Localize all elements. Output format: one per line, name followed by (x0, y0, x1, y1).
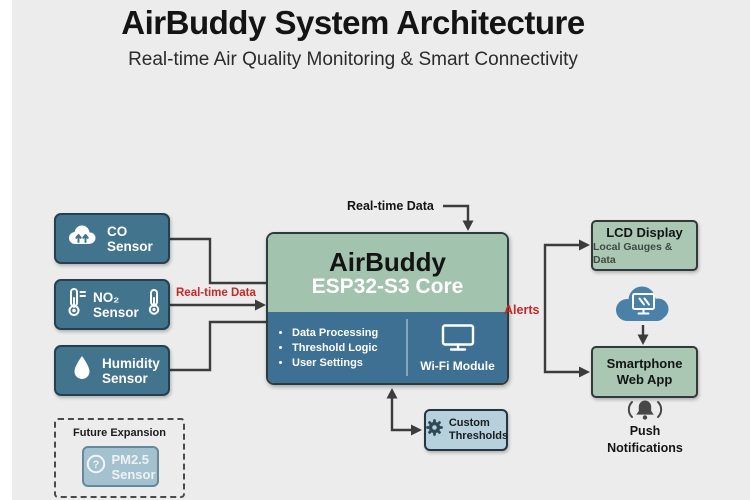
humidity-sensor-line1: Humidity (102, 355, 160, 371)
co-cloud-icon (65, 223, 99, 254)
push-notifications-label: Push Notifications (591, 423, 699, 457)
question-mark-icon: ? (85, 453, 107, 480)
custom-thresholds-box: Custom Thresholds (424, 409, 508, 451)
smartphone-title-line2: Web App (616, 372, 673, 387)
future-expansion-title: Future Expansion (73, 427, 166, 439)
bell-icon (610, 397, 680, 422)
thermometer-scale-icon (65, 286, 87, 323)
left-edge-strip (0, 0, 12, 500)
pm25-sensor-label: PM2.5 Sensor (111, 452, 155, 482)
no2-sensor-line2: Sensor (93, 304, 139, 320)
smartphone-webapp-box: Smartphone Web App (591, 346, 698, 398)
core-feature-list: Data Processing Threshold Logic User Set… (268, 312, 406, 383)
svg-text:?: ? (93, 459, 100, 471)
core-title: AirBuddy (329, 246, 446, 277)
core-feature: Threshold Logic (292, 341, 378, 356)
humidity-sensor-label: Humidity Sensor (102, 356, 160, 386)
core-box: AirBuddy ESP32-S3 Core Data Processing T… (266, 232, 509, 385)
push-line1: Push (629, 424, 661, 438)
lcd-display-box: LCD Display Local Gauges & Data (591, 220, 698, 271)
diagram-header: AirBuddy System Architecture Real-time A… (0, 0, 706, 71)
gear-icon (424, 417, 445, 443)
future-expansion-box: Future Expansion ? PM2.5 Sensor (54, 418, 185, 498)
push-line2: Notifications (607, 441, 683, 455)
monitor-icon (438, 323, 478, 357)
thermometer-icon (146, 288, 162, 321)
co-sensor-line1: CO (107, 223, 128, 239)
realtime-data-label-top: Real-time Data (347, 199, 434, 213)
lcd-display-title: LCD Display (606, 224, 683, 240)
no2-sensor-label: NO₂ Sensor (93, 290, 139, 320)
wifi-module: Wi-Fi Module (408, 312, 507, 383)
pm25-line2: Sensor (111, 466, 156, 482)
cloud-sync-icon (611, 281, 675, 332)
core-header: AirBuddy ESP32-S3 Core (268, 234, 507, 312)
thresholds-line2: Thresholds (448, 430, 509, 442)
pm25-sensor-box: ? PM2.5 Sensor (82, 446, 159, 487)
page-title: AirBuddy System Architecture (121, 4, 585, 41)
no2-sensor-box: NO₂ Sensor (54, 279, 170, 330)
co-sensor-label: CO Sensor (107, 224, 153, 254)
droplet-icon (70, 354, 94, 387)
realtime-data-label-left: Real-time Data (176, 287, 256, 299)
custom-thresholds-label: Custom Thresholds (449, 417, 508, 443)
core-feature: Data Processing (292, 326, 378, 341)
wifi-module-label: Wi-Fi Module (420, 358, 495, 373)
core-subtitle: ESP32-S3 Core (311, 274, 464, 298)
smartphone-title-line1: Smartphone (606, 356, 683, 371)
pm25-line1: PM2.5 (111, 451, 150, 467)
lcd-display-subtitle: Local Gauges & Data (593, 240, 673, 266)
alerts-label: Alerts (504, 303, 540, 317)
page-subtitle: Real-time Air Quality Monitoring & Smart… (128, 49, 578, 70)
humidity-sensor-line2: Sensor (102, 370, 148, 386)
core-body: Data Processing Threshold Logic User Set… (268, 312, 507, 383)
core-divider (406, 319, 408, 376)
core-feature: User Settings (292, 356, 378, 371)
co-sensor-box: CO Sensor (54, 213, 170, 264)
no2-sensor-line1: NO₂ (93, 289, 120, 305)
thresholds-line1: Custom (448, 417, 490, 429)
co-sensor-line2: Sensor (107, 238, 153, 254)
humidity-sensor-box: Humidity Sensor (54, 345, 170, 396)
